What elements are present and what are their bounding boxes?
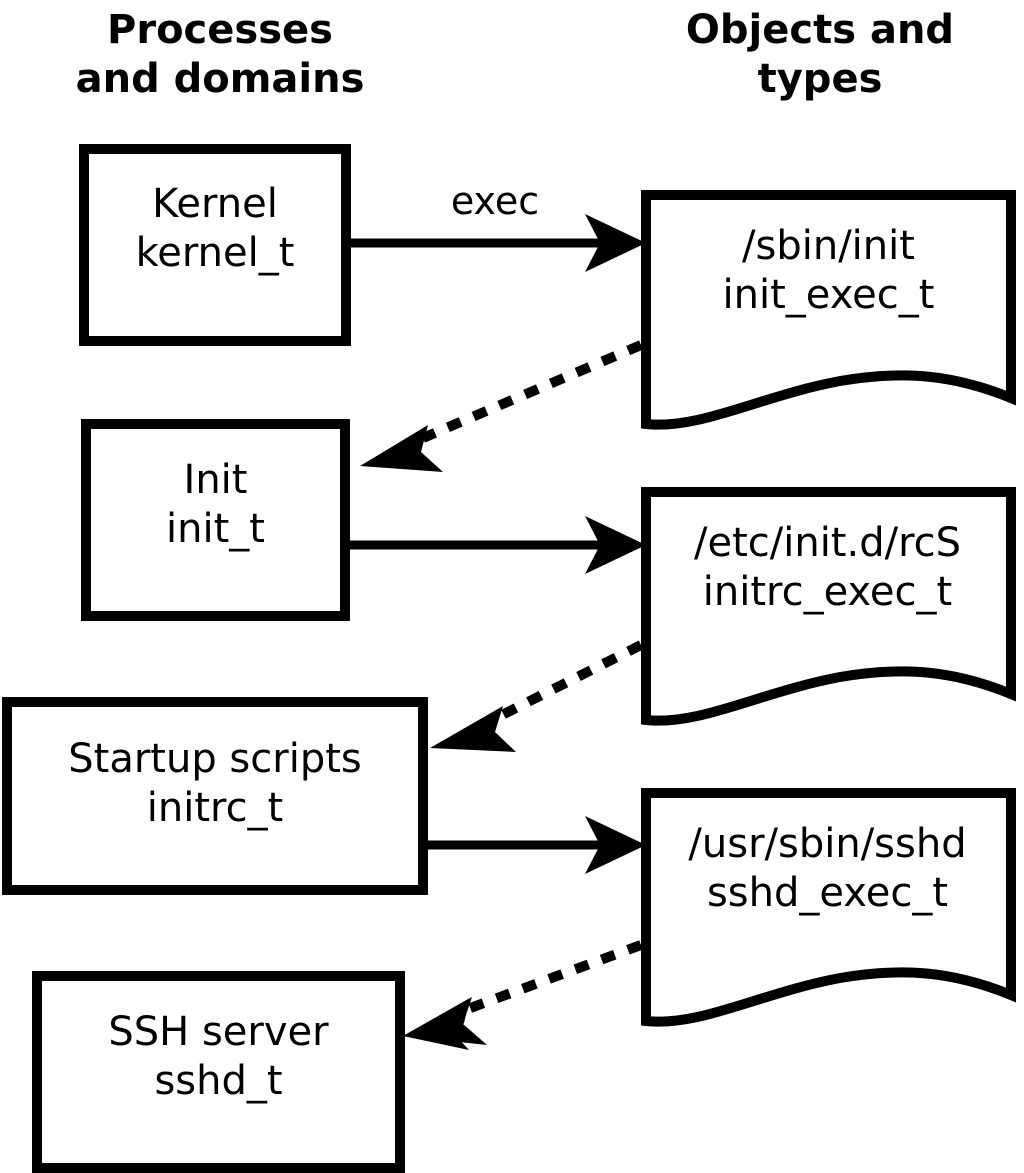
edge-init-exec-to-init: [360, 340, 643, 472]
edge-sshd-exec-to-sshd: [403, 940, 643, 1050]
node-kernel-box[interactable]: [79, 144, 351, 346]
column-heading-objects: Objects and types: [685, 7, 955, 103]
node-initrc-exec-document[interactable]: [641, 487, 1016, 726]
edge-kernel-to-init-exec: [346, 214, 646, 272]
arrowhead-icon: [585, 214, 646, 272]
edge-initrc-to-sshd-exec: [423, 816, 646, 874]
node-init-box[interactable]: [81, 419, 350, 621]
arrowhead-icon-fill: [403, 997, 487, 1045]
arrowhead-icon: [585, 816, 646, 874]
node-initrc-box[interactable]: [2, 697, 428, 895]
node-sshd-box[interactable]: [32, 971, 405, 1173]
edge-line-dotted: [421, 340, 643, 443]
node-init-exec-document[interactable]: [641, 190, 1016, 430]
edge-line-dotted: [497, 640, 644, 721]
arrowhead-icon: [430, 706, 516, 752]
column-heading-processes: Processes and domains: [75, 7, 365, 103]
edge-initrc-exec-to-initrc: [430, 640, 644, 752]
arrowhead-icon: [585, 516, 646, 574]
edge-line-dotted: [463, 940, 643, 1015]
edge-label-exec: exec: [450, 179, 540, 223]
edge-init-to-initrc-exec: [345, 516, 646, 574]
arrowhead-icon: [360, 425, 443, 472]
node-sshd-exec-document[interactable]: [641, 788, 1016, 1027]
